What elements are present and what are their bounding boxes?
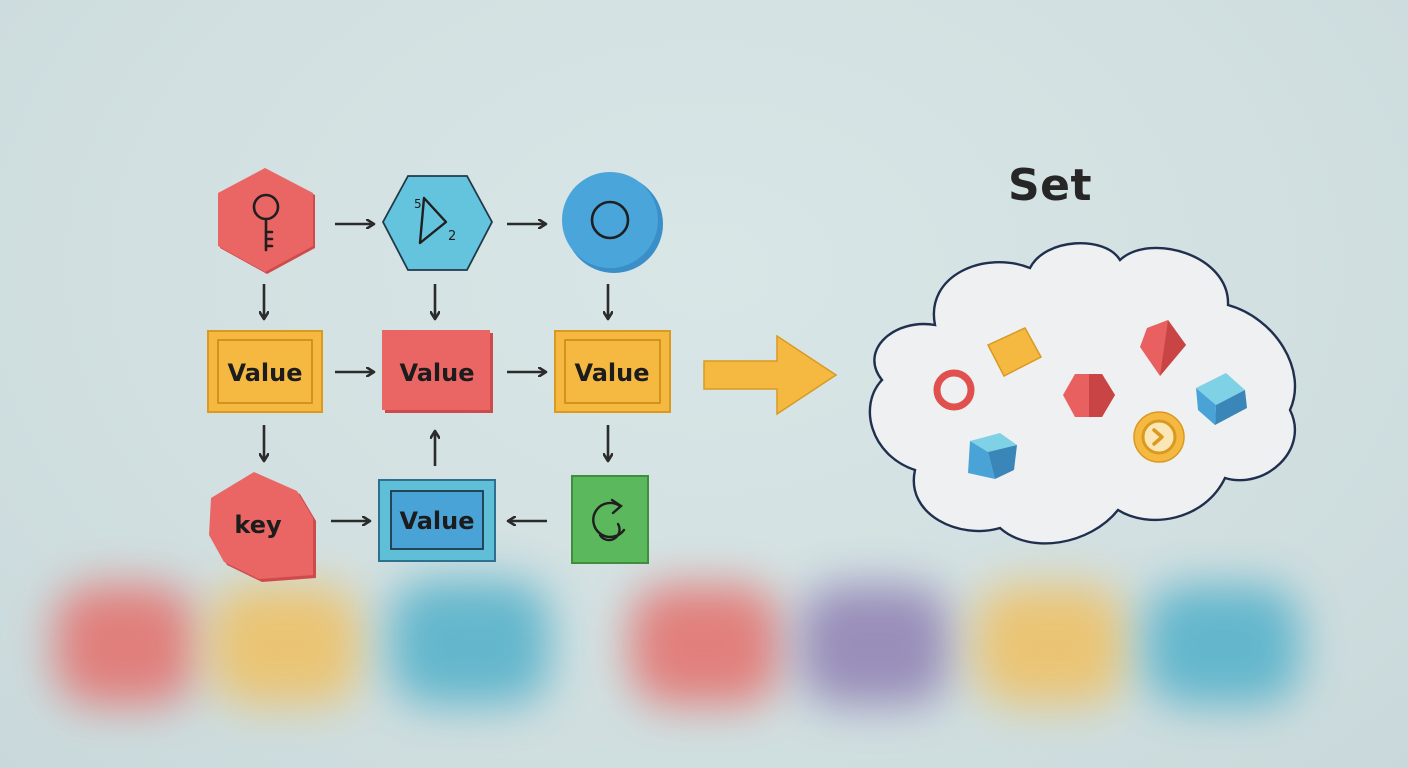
hex-small-label-2: 2 — [448, 229, 456, 244]
blob-red-left — [55, 585, 195, 705]
key-label: key — [234, 511, 282, 539]
green-refresh-node — [571, 475, 649, 564]
refresh-icon — [592, 498, 626, 542]
value-label-2: Value — [399, 359, 474, 387]
value-label-4: Value — [399, 507, 474, 535]
blob-yellow-right — [975, 585, 1125, 705]
yellow-block-icon — [986, 327, 1043, 380]
blob-red-right — [630, 585, 780, 705]
blob-blue-left — [390, 580, 550, 705]
red-hexagon-icon — [1063, 374, 1115, 417]
blob-blue-right — [1145, 585, 1300, 705]
set-title: Set — [1007, 160, 1093, 211]
value-label-1: Value — [227, 359, 302, 387]
yellow-value-node-1: Value — [207, 330, 323, 413]
yellow-play-coin-icon — [1133, 411, 1185, 463]
set-shapes — [933, 320, 1247, 479]
red-gem-icon — [1140, 320, 1186, 376]
blob-purple-right — [800, 585, 950, 705]
red-value-node: Value — [382, 330, 493, 413]
blob-yellow-left — [210, 585, 360, 705]
yellow-value-node-2: Value — [554, 330, 671, 413]
blue-value-node: Value — [378, 479, 496, 562]
value-label-3: Value — [574, 359, 649, 387]
triangle-icon — [418, 196, 448, 245]
blue-hexagon-triangle-node: 5 2 — [381, 175, 494, 271]
red-ring-icon — [933, 369, 975, 411]
red-hexagon-key-node — [218, 168, 315, 274]
circle-icon — [590, 200, 630, 240]
hex-small-label-1: 5 — [414, 197, 422, 211]
right-arrow-icon — [703, 334, 838, 416]
blue-cube-icon-right — [1196, 373, 1247, 425]
blue-circle-node — [562, 172, 663, 273]
blue-cube-icon-left — [968, 433, 1017, 479]
red-key-node: key — [209, 472, 316, 582]
key-icon — [252, 193, 280, 252]
